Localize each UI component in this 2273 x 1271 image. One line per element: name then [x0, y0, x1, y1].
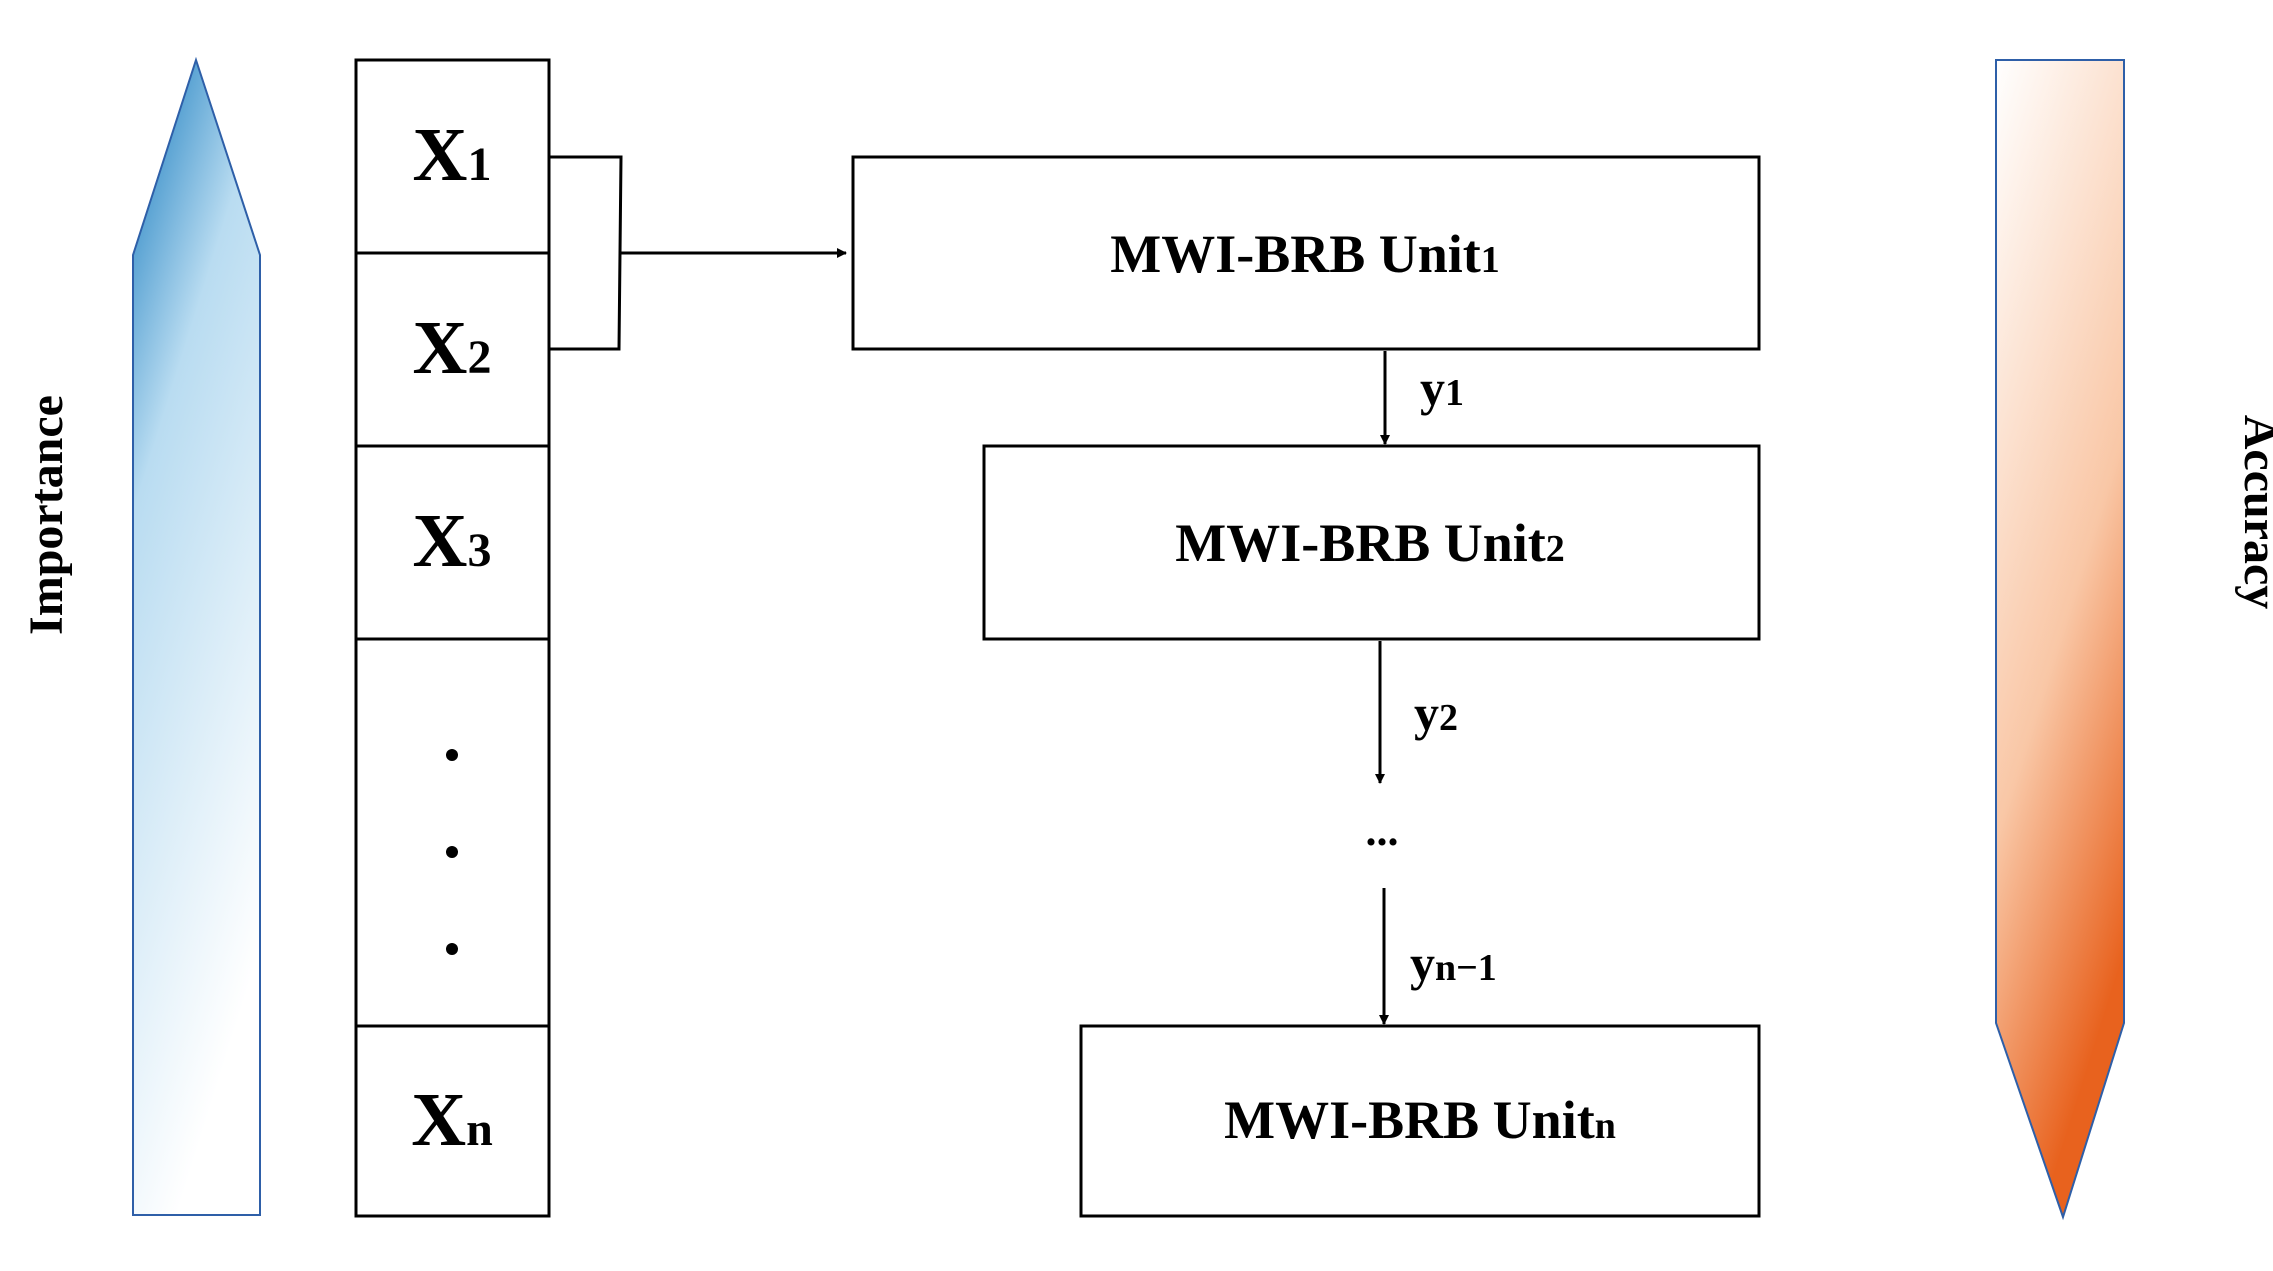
- input-label-xn: Xn: [411, 1078, 493, 1162]
- input-column: [354, 58, 551, 1218]
- input-cell-ellipsis: [354, 637, 551, 1028]
- unit-box-n: [1079, 1024, 1761, 1218]
- unit-boxes: [851, 155, 1761, 1218]
- input-cell-xn: [354, 1024, 551, 1218]
- output-label-y2: y2: [1414, 685, 1458, 741]
- unit-box-2: [982, 444, 1761, 641]
- vertical-ellipsis-dot: [446, 846, 458, 858]
- accuracy-label: Accuracy: [2234, 415, 2273, 610]
- input-label-x2: X2: [413, 306, 492, 390]
- unit-flow-arrows: [1375, 351, 1390, 1025]
- output-label-y1: y1: [1420, 360, 1464, 416]
- input-bracket-connector: [549, 155, 847, 351]
- flow-ellipsis: ...: [1366, 806, 1399, 855]
- input-label-x3: X3: [413, 499, 492, 583]
- vertical-ellipsis-dot: [446, 749, 458, 761]
- importance-label: Importance: [20, 395, 73, 635]
- importance-arrow-icon: [132, 56, 261, 1216]
- unit-label-1: MWI-BRB Unit1: [1110, 224, 1500, 284]
- accuracy-arrow-icon: [1995, 59, 2125, 1221]
- unit-label-2: MWI-BRB Unit2: [1175, 513, 1565, 573]
- output-label-yn-1: yn−1: [1410, 935, 1497, 991]
- vertical-ellipsis-dot: [446, 943, 458, 955]
- unit-box-1: [851, 155, 1761, 351]
- input-label-x1: X1: [413, 113, 492, 197]
- unit-label-n: MWI-BRB Unitn: [1224, 1090, 1616, 1150]
